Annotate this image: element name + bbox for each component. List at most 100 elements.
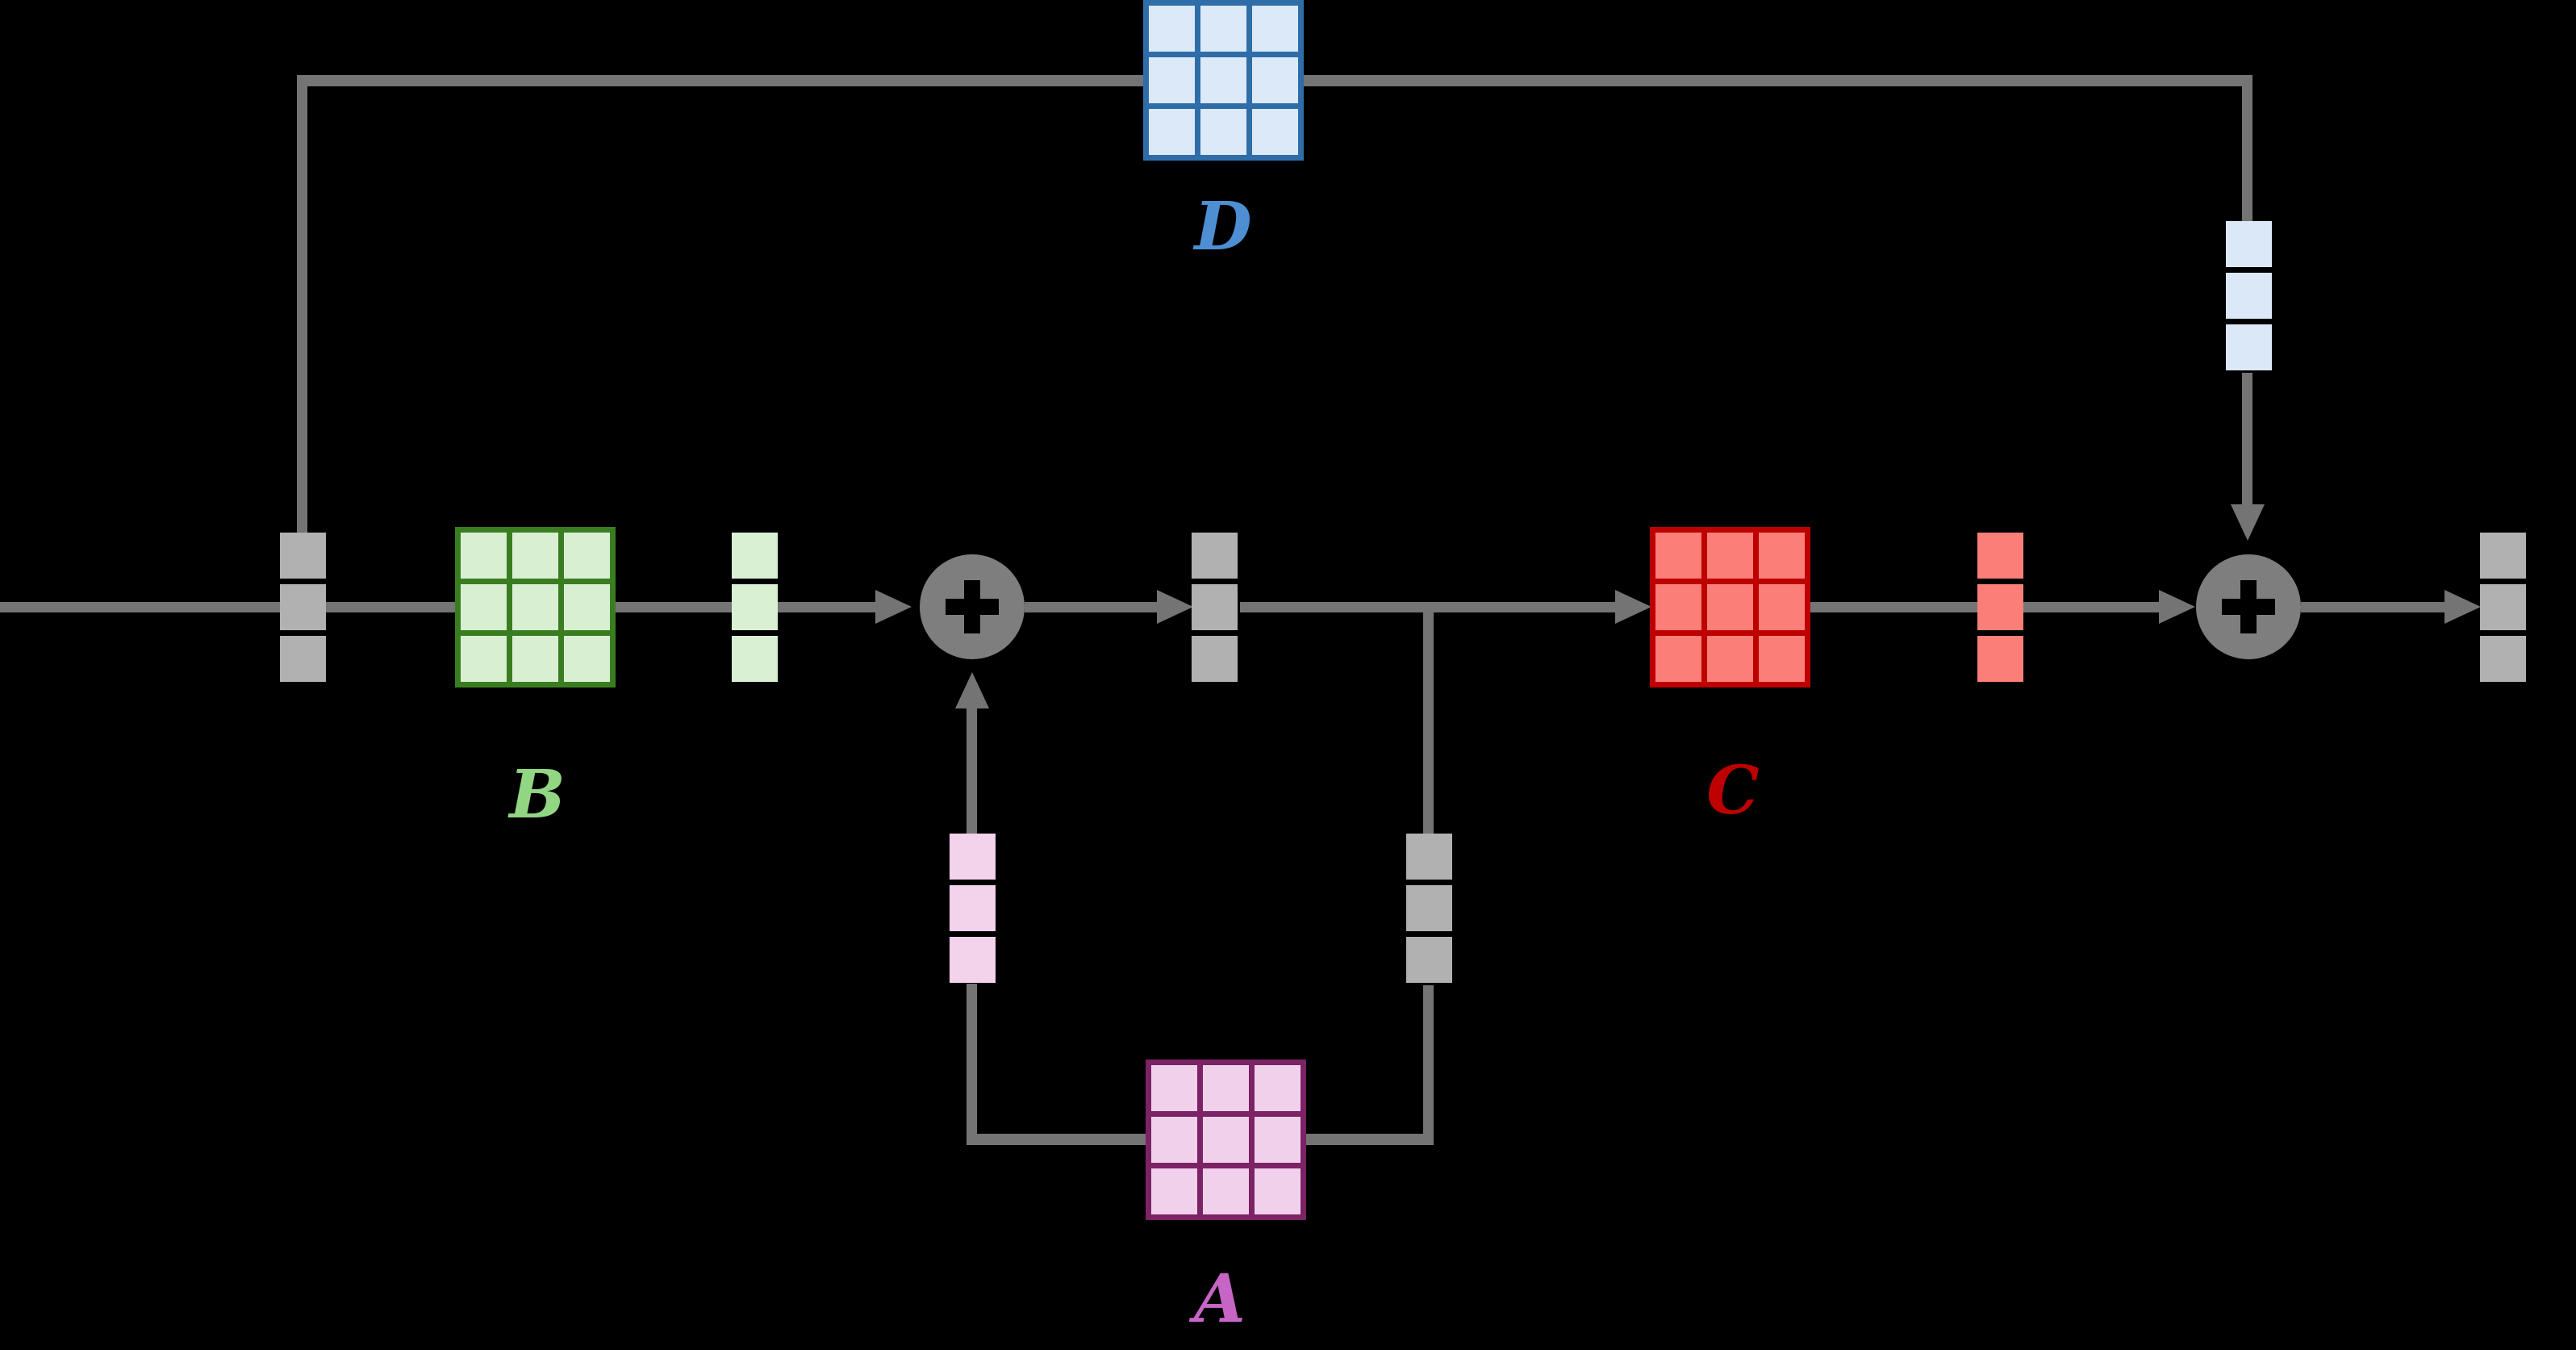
matrix-cell	[1149, 6, 1195, 52]
matrix-cell	[1255, 1168, 1301, 1214]
vector-cell	[950, 834, 996, 880]
matrix-cell	[1252, 109, 1298, 155]
vector-cell	[2226, 324, 2272, 370]
plus-icon	[2240, 580, 2257, 633]
a-loop-bottom-line-right	[1305, 1134, 1434, 1145]
matrix-cell	[1200, 6, 1246, 52]
matrix-cell	[512, 636, 558, 682]
vector-to-sum2-arrow-shaft	[2023, 602, 2159, 612]
a-loop-right-drop-line-upper	[1423, 607, 1434, 834]
vector-cell	[1406, 937, 1452, 983]
input-to-b-line	[326, 602, 455, 612]
matrix-cell	[1200, 57, 1246, 103]
matrix-cell	[1203, 1117, 1249, 1163]
vector-cell	[1406, 885, 1452, 931]
matrix-A	[1146, 1060, 1306, 1220]
matrix-cell	[564, 533, 610, 579]
vector-to-sum1-arrow-shaft	[778, 602, 875, 612]
vector-cell	[1192, 533, 1238, 579]
sum1-bottom-arrowhead-icon	[955, 672, 989, 708]
matrix-cell	[1151, 1168, 1197, 1214]
matrix-cell	[512, 584, 558, 630]
b-to-vector-line	[616, 602, 732, 612]
state-vector-arrowhead-icon	[1157, 590, 1193, 624]
vector-cell	[2480, 636, 2526, 682]
matrix-cell	[1759, 533, 1805, 579]
a-loop-left-vector	[950, 834, 996, 983]
a-loop-bottom-line-left	[967, 1134, 1146, 1145]
matrix-cell	[1707, 584, 1753, 630]
vector-cell	[1977, 636, 2023, 682]
vector-cell	[2480, 533, 2526, 579]
sum1-input-arrowhead-icon	[875, 590, 912, 624]
matrix-cell	[1759, 636, 1805, 682]
matrix-cell	[1255, 1065, 1301, 1111]
output-vector	[2480, 533, 2526, 682]
d-branch-right-drop-line	[2242, 75, 2252, 221]
vector-cell	[1192, 584, 1238, 630]
a-loop-right-drop-line-lower	[1423, 985, 1434, 1145]
d-skip-vector	[2226, 221, 2272, 370]
c-input-arrowhead-icon	[1615, 590, 1651, 624]
sum-node-output	[2196, 554, 2301, 659]
vector-cell	[1977, 584, 2023, 630]
matrix-cell	[1255, 1117, 1301, 1163]
vector-cell	[732, 636, 778, 682]
matrix-cell	[1149, 57, 1195, 103]
matrix-cell	[564, 636, 610, 682]
matrix-cell	[1151, 1065, 1197, 1111]
state-vector	[1192, 533, 1238, 682]
plus-icon	[964, 580, 980, 633]
matrix-cell	[1655, 636, 1701, 682]
vector-cell	[950, 885, 996, 931]
vector-cell	[280, 636, 326, 682]
vector-cell	[1977, 533, 2023, 579]
d-skip-arrowhead-icon	[2231, 504, 2265, 541]
vector-cell	[732, 533, 778, 579]
matrix-cell	[1200, 109, 1246, 155]
d-branch-left-riser-line	[297, 75, 307, 533]
vector-cell	[1406, 834, 1452, 880]
matrix-cell	[1655, 533, 1701, 579]
label-C: C	[1706, 752, 1760, 830]
vector-cell	[2226, 221, 2272, 267]
vector-cell	[732, 584, 778, 630]
input-line	[0, 602, 280, 612]
a-loop-left-riser-arrow-shaft	[967, 708, 977, 834]
sum1-to-state-arrow-shaft	[1025, 602, 1157, 612]
sum-node-state	[920, 554, 1025, 659]
matrix-B	[455, 527, 616, 688]
matrix-cell	[1759, 584, 1805, 630]
vector-cell	[280, 584, 326, 630]
matrix-cell	[461, 636, 507, 682]
matrix-cell	[1203, 1168, 1249, 1214]
d-branch-top-line-right	[1301, 75, 2252, 86]
c-output-vector	[1977, 533, 2023, 682]
output-vector-arrowhead-icon	[2444, 590, 2481, 624]
matrix-cell	[461, 584, 507, 630]
label-A: A	[1194, 1260, 1246, 1338]
matrix-cell	[1151, 1117, 1197, 1163]
matrix-cell	[1655, 584, 1701, 630]
matrix-cell	[564, 584, 610, 630]
matrix-cell	[1252, 57, 1298, 103]
matrix-cell	[1149, 109, 1195, 155]
input-vector	[280, 533, 326, 682]
matrix-cell	[512, 533, 558, 579]
matrix-C	[1650, 527, 1810, 688]
vector-cell	[950, 937, 996, 983]
a-loop-right-vector	[1406, 834, 1452, 983]
vector-cell	[280, 533, 326, 579]
d-skip-arrow-shaft	[2242, 373, 2252, 504]
sum2-input-arrowhead-icon	[2159, 590, 2195, 624]
vector-cell	[2226, 273, 2272, 319]
b-output-vector	[732, 533, 778, 682]
d-branch-top-line-left	[297, 75, 1143, 86]
matrix-cell	[461, 533, 507, 579]
matrix-cell	[1707, 636, 1753, 682]
sum2-to-output-arrow-shaft	[2301, 602, 2444, 612]
c-to-vector-line	[1810, 602, 1977, 612]
matrix-cell	[1203, 1065, 1249, 1111]
label-D: D	[1194, 188, 1252, 265]
matrix-cell	[1707, 533, 1753, 579]
